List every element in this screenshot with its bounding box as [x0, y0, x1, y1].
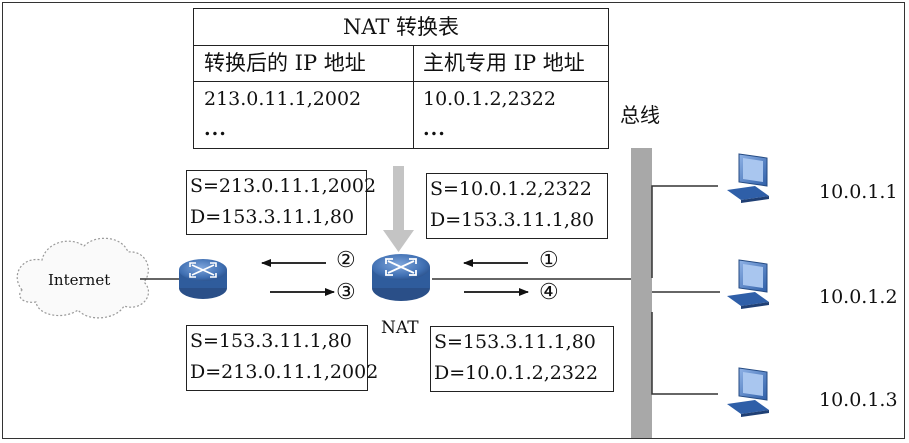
host-ip-label: 10.0.1.1: [819, 181, 898, 203]
nat-router-icon: [372, 254, 430, 301]
link-host3: [651, 312, 718, 395]
router-icon: [179, 259, 227, 299]
packet-source: S=213.0.11.1,2002: [190, 175, 377, 197]
packet-destination: D=153.3.11.1,80: [190, 206, 355, 228]
nat-label: NAT: [381, 318, 419, 338]
translated-ip-more: ...: [204, 118, 227, 140]
host-ip-label: 10.0.1.2: [819, 286, 898, 308]
nat-table-title: NAT 转换表: [194, 9, 608, 46]
packet-source: S=10.0.1.2,2322: [430, 178, 592, 200]
host-computer-icon: [727, 153, 769, 203]
private-ip-cell: 10.0.1.2,2322: [423, 88, 556, 110]
internet-cloud-icon: [16, 237, 150, 319]
packet-box-step4: S=153.3.11.1,80 D=10.0.1.2,2322: [430, 326, 614, 392]
diagram-frame: [2, 2, 905, 439]
host-ip-label: 10.0.1.3: [819, 389, 898, 411]
packet-destination: D=10.0.1.2,2322: [434, 362, 599, 384]
packet-source: S=153.3.11.1,80: [434, 331, 596, 353]
lookup-arrow: [383, 166, 414, 252]
host-computer-icon: [727, 367, 769, 417]
packet-box-step3: S=153.3.11.1,80 D=213.0.11.1,2002: [186, 325, 379, 391]
step-3-marker: ③: [336, 280, 356, 305]
bus-label: 总线: [620, 103, 660, 127]
step-4-marker: ④: [539, 280, 559, 305]
translated-ip-header: 转换后的 IP 地址: [194, 45, 413, 82]
step-2-marker: ②: [336, 248, 356, 273]
packet-box-step2: S=213.0.11.1,2002 D=153.3.11.1,80: [186, 170, 377, 235]
translated-ip-cell: 213.0.11.1,2002: [204, 88, 362, 110]
bus-bar: [631, 148, 652, 438]
nat-translation-table: NAT 转换表 转换后的 IP 地址 213.0.11.1,2002 ... 主…: [193, 8, 609, 149]
link-host1: [651, 185, 718, 278]
packet-destination: D=153.3.11.1,80: [430, 209, 595, 231]
private-ip-more: ...: [423, 118, 446, 140]
host-computer-icon: [727, 259, 769, 309]
step-1-marker: ①: [539, 248, 559, 273]
private-ip-header: 主机专用 IP 地址: [413, 45, 608, 82]
translated-ip-column: 转换后的 IP 地址 213.0.11.1,2002 ...: [194, 45, 414, 148]
internet-label: Internet: [48, 271, 111, 289]
packet-destination: D=213.0.11.1,2002: [190, 361, 379, 383]
packet-box-step1: S=10.0.1.2,2322 D=153.3.11.1,80: [426, 173, 608, 239]
packet-source: S=153.3.11.1,80: [190, 330, 352, 352]
private-ip-column: 主机专用 IP 地址 10.0.1.2,2322 ...: [413, 45, 608, 148]
